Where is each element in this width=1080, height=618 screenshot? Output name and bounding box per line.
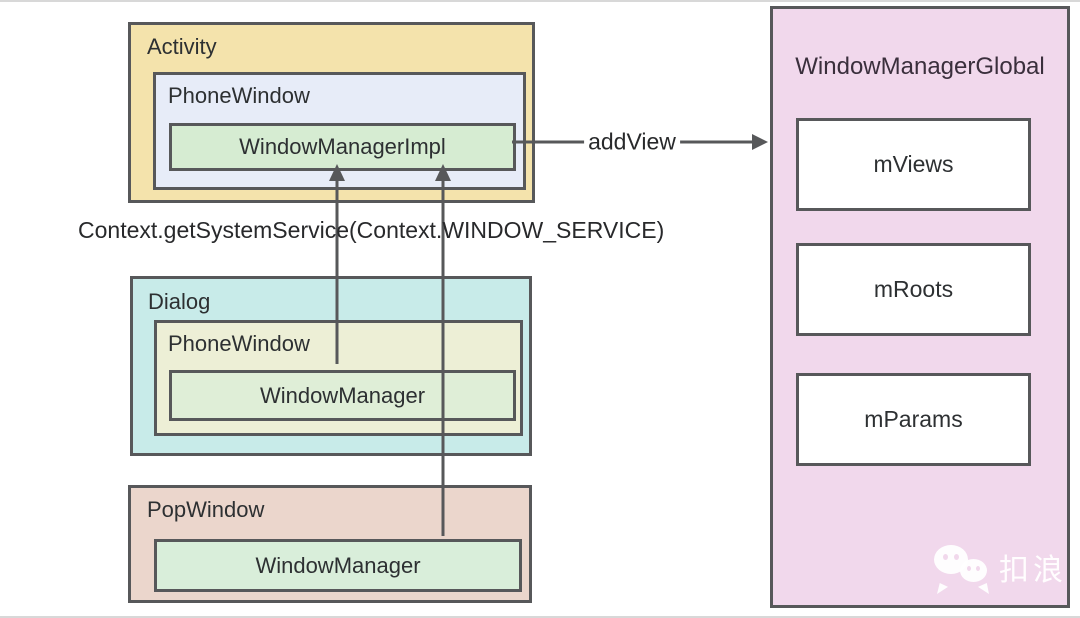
windowmanager-popwindow-box: WindowManager <box>154 539 522 592</box>
getsystemservice-label: Context.getSystemService(Context.WINDOW_… <box>78 217 665 243</box>
watermark-text: 扣浪 <box>999 554 1067 587</box>
popwindow-box: PopWindow WindowManager <box>128 485 532 603</box>
addview-label: addView <box>584 128 680 156</box>
phonewindow-dialog-box: PhoneWindow WindowManager <box>154 320 523 436</box>
windowmanagerglobal-title: WindowManagerGlobal <box>795 53 1045 80</box>
wechat-bubble-small <box>960 559 987 582</box>
watermark: 扣浪 <box>934 544 1067 594</box>
phonewindow-dialog-title: PhoneWindow <box>168 331 310 356</box>
activity-title: Activity <box>147 34 217 59</box>
windowmanagerglobal-box: WindowManagerGlobal mViews mRoots mParam… <box>770 6 1070 608</box>
dialog-title: Dialog <box>148 289 211 314</box>
wechat-eye <box>967 566 971 571</box>
mroots-box: mRoots <box>796 243 1031 336</box>
wechat-eye <box>943 554 948 560</box>
top-hairline <box>0 0 1080 2</box>
wechat-eye <box>976 566 980 571</box>
phonewindow-activity-title: PhoneWindow <box>168 83 310 108</box>
popwindow-title: PopWindow <box>147 497 265 522</box>
bottom-hairline <box>0 616 1080 618</box>
wechat-eye <box>954 554 959 560</box>
phonewindow-activity-box: PhoneWindow WindowManagerImpl <box>153 72 526 190</box>
wechat-bubble-tail <box>937 583 948 594</box>
windowmanagerimpl-box: WindowManagerImpl <box>169 123 516 171</box>
activity-box: Activity PhoneWindow WindowManagerImpl <box>128 22 535 203</box>
dialog-box: Dialog PhoneWindow WindowManager <box>130 276 532 456</box>
wechat-icon <box>934 544 990 594</box>
mparams-box: mParams <box>796 373 1031 466</box>
mviews-box: mViews <box>796 118 1031 211</box>
windowmanager-dialog-box: WindowManager <box>169 370 516 421</box>
wechat-bubble-tail <box>978 583 989 594</box>
addview-arrowhead <box>752 134 768 150</box>
